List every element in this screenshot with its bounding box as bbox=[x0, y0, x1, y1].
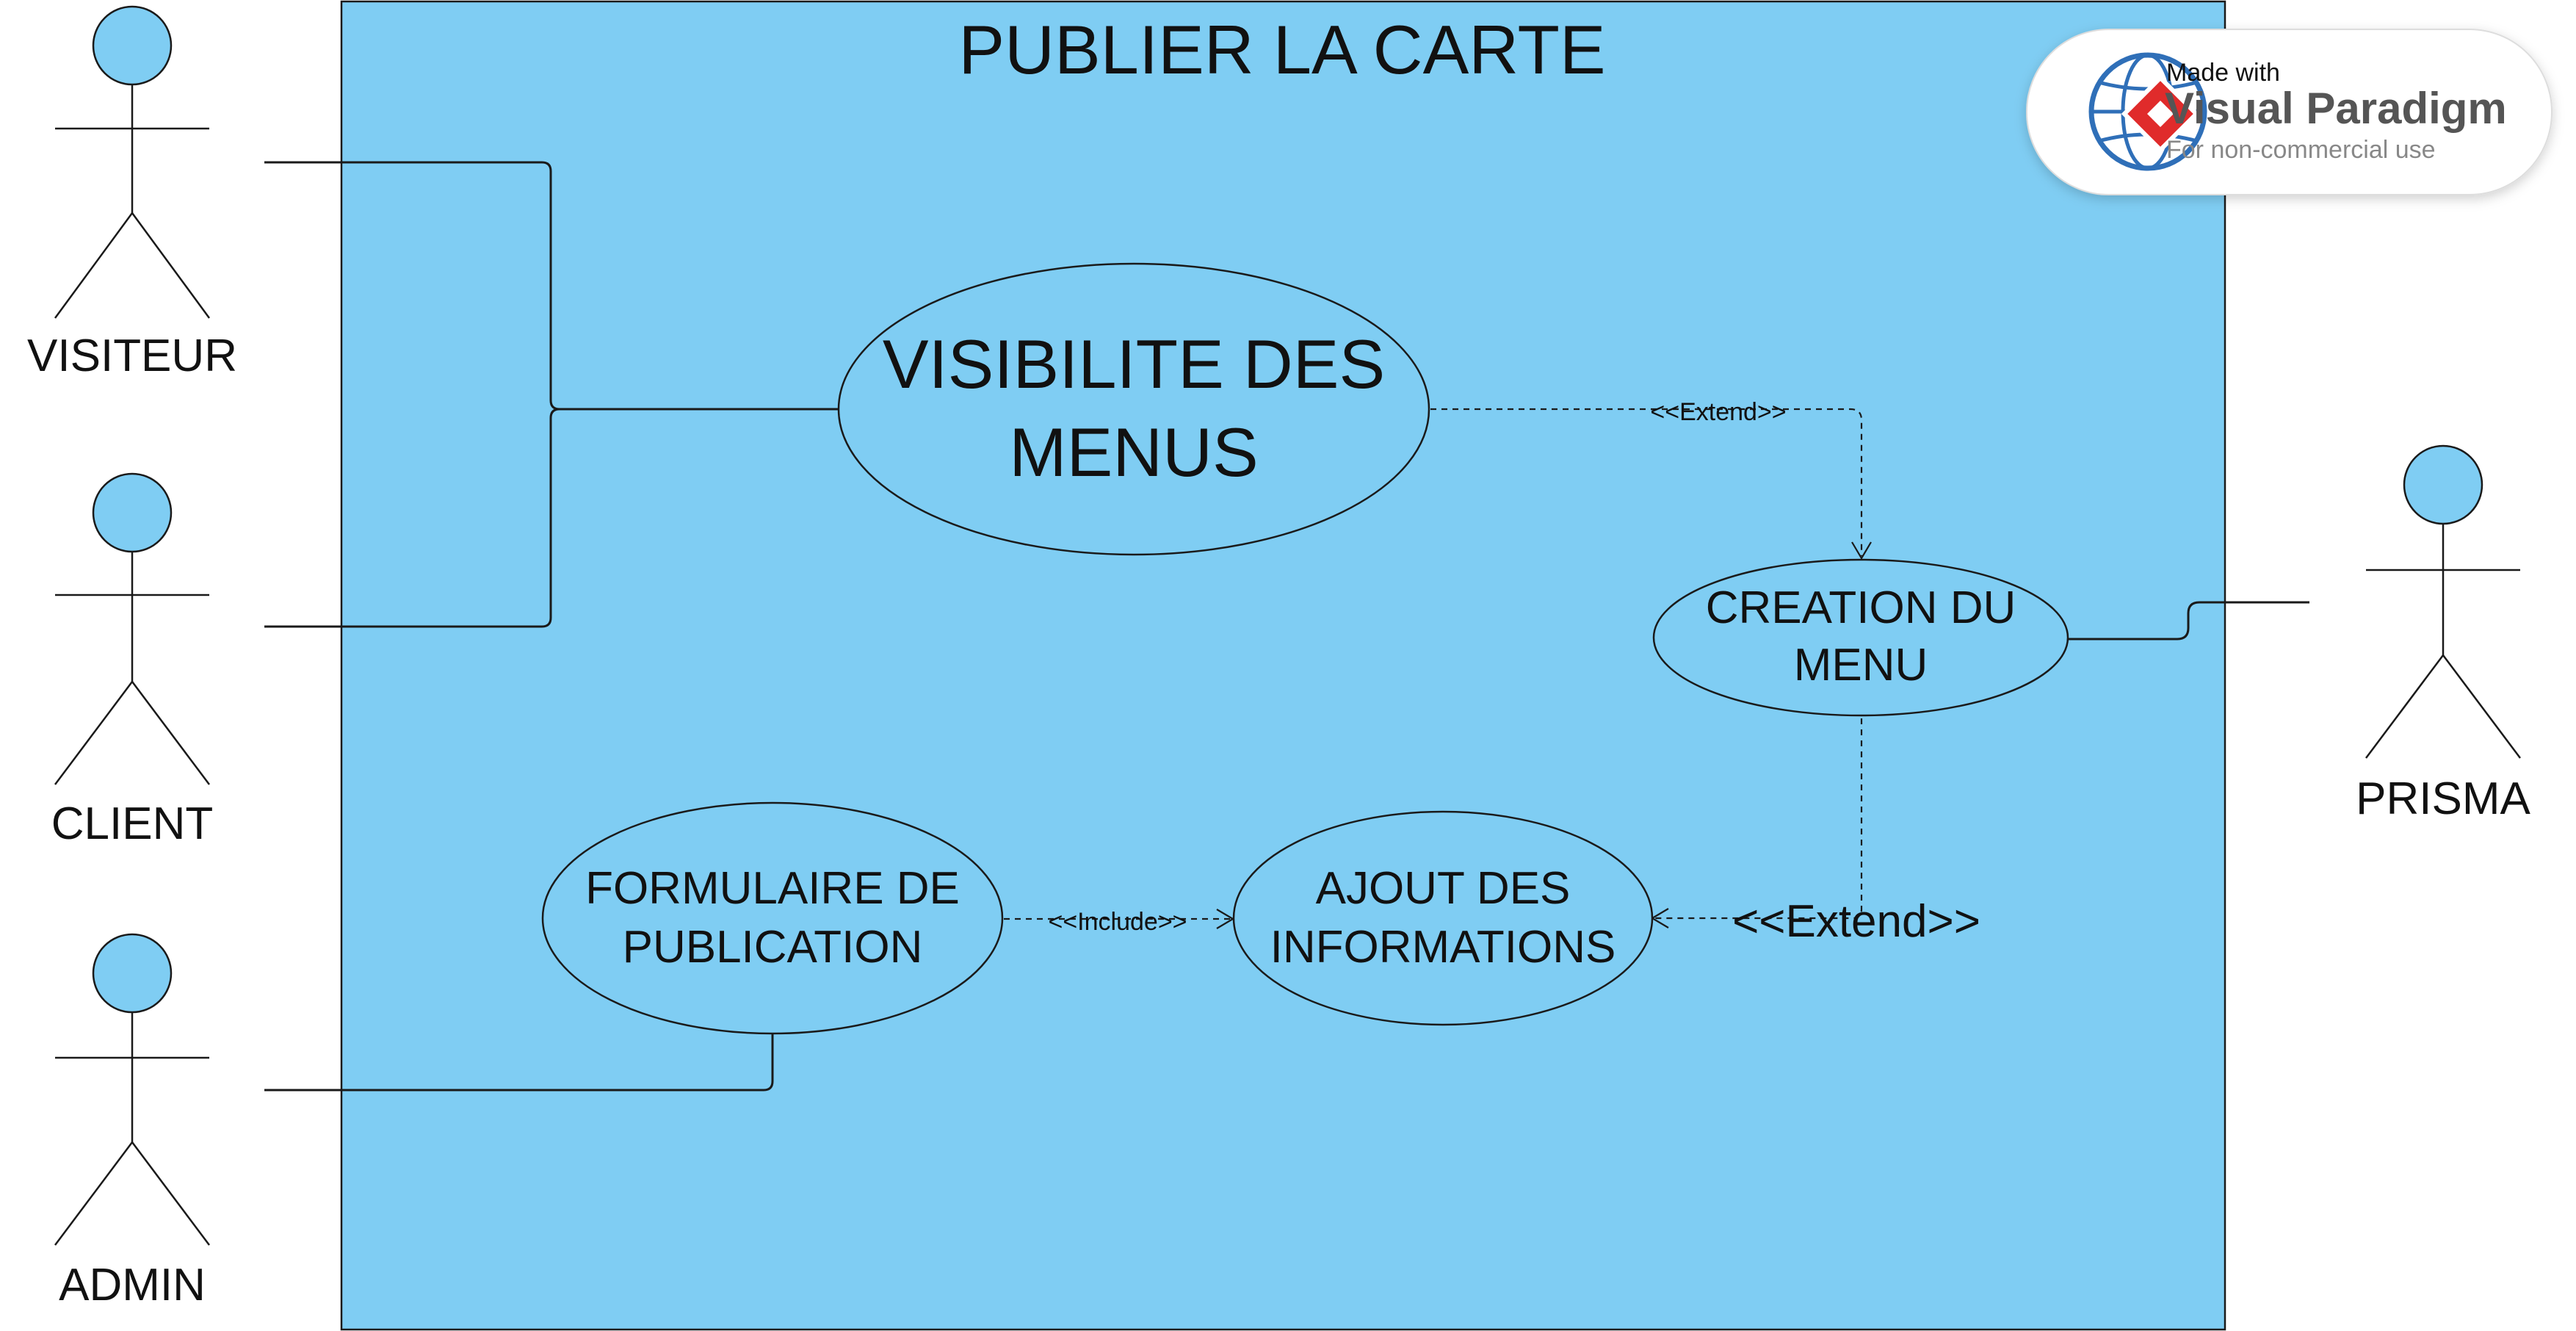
actor-client[interactable]: CLIENT bbox=[51, 472, 213, 849]
extend-label-large: <<Extend>> bbox=[1732, 896, 1980, 947]
use-case-label: INFORMATIONS bbox=[1270, 922, 1616, 973]
actor-label: VISITEUR bbox=[27, 331, 237, 381]
association-client[interactable] bbox=[264, 408, 560, 628]
system-title: PUBLIER LA CARTE bbox=[958, 11, 1605, 88]
use-case-label: VISIBILITE DES bbox=[883, 325, 1385, 403]
use-case-label: AJOUT DES bbox=[1316, 863, 1571, 914]
use-case-label: FORMULAIRE DE bbox=[585, 863, 960, 914]
watermark-made-with: Made with bbox=[2166, 59, 2280, 87]
use-case-label: PUBLICATION bbox=[623, 922, 923, 973]
actor-visiteur[interactable]: VISITEUR bbox=[27, 5, 237, 381]
use-case-label: MENU bbox=[1794, 640, 1928, 690]
use-case-label: MENUS bbox=[1009, 414, 1258, 491]
visual-paradigm-logo-icon bbox=[2088, 52, 2207, 171]
watermark-badge: Made with Visual Paradigm For non-commer… bbox=[2026, 29, 2553, 195]
watermark-noncommercial: For non-commercial use bbox=[2166, 136, 2436, 164]
actor-prisma[interactable]: PRISMA bbox=[2356, 444, 2530, 824]
association-admin[interactable] bbox=[264, 1034, 774, 1092]
watermark-brand: Visual Paradigm bbox=[2165, 84, 2507, 133]
use-case-creation-du-menu[interactable]: CREATION DU MENU bbox=[1652, 558, 2069, 717]
use-case-ajout-des-informations[interactable]: AJOUT DES INFORMATIONS bbox=[1232, 810, 1654, 1026]
actor-label: ADMIN bbox=[59, 1260, 206, 1310]
extend-visibilite-creation-line[interactable] bbox=[1430, 408, 1863, 556]
include-label: <<Include>> bbox=[1048, 908, 1187, 936]
association-prisma[interactable] bbox=[2068, 601, 2309, 641]
stick-figure-icon bbox=[2365, 444, 2521, 759]
use-case-visibilite-des-menus[interactable]: VISIBILITE DES MENUS bbox=[837, 262, 1430, 556]
actor-admin[interactable]: ADMIN bbox=[54, 933, 210, 1310]
extend-label-small: <<Extend>> bbox=[1650, 398, 1786, 426]
use-case-formulaire-de-publication[interactable]: FORMULAIRE DE PUBLICATION bbox=[541, 801, 1004, 1035]
stick-figure-icon bbox=[54, 472, 210, 785]
arrowhead-down-icon bbox=[1851, 541, 1872, 560]
use-case-label: CREATION DU bbox=[1706, 582, 2016, 633]
stick-figure-icon bbox=[54, 933, 210, 1246]
extend-creation-ajout-line[interactable] bbox=[1654, 718, 1863, 920]
stick-figure-icon bbox=[54, 5, 211, 319]
actor-label: CLIENT bbox=[51, 798, 213, 849]
actor-label: PRISMA bbox=[2356, 773, 2530, 824]
